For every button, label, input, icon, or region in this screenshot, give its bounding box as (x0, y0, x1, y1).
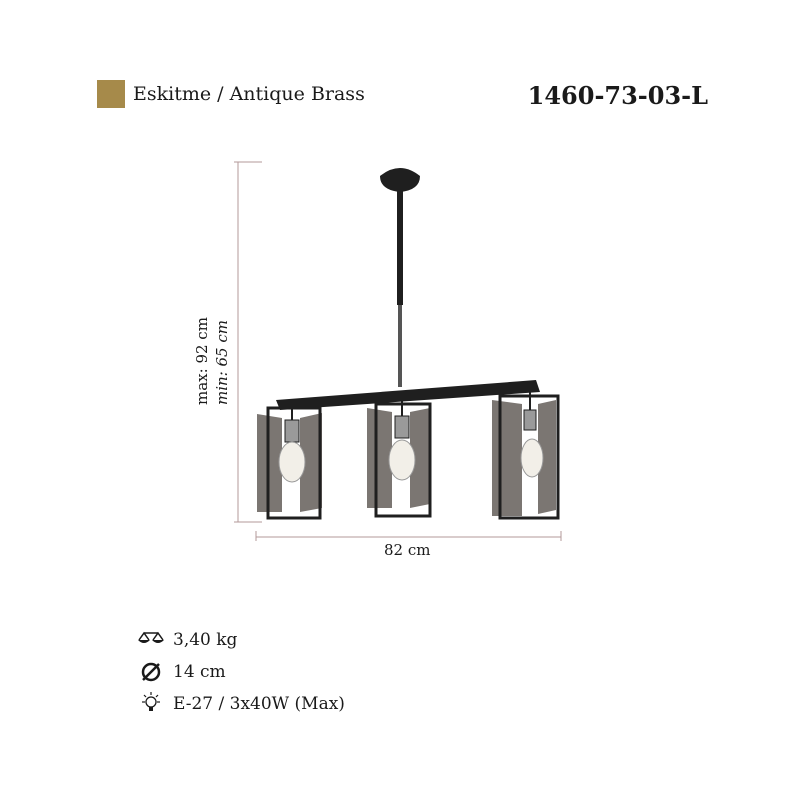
height-dimension-labels: max: 92 cm min: 65 cm (193, 295, 233, 405)
height-max-label: max: 92 cm (193, 317, 211, 405)
ceiling-canopy (380, 168, 420, 192)
product-code: 1460-73-03-L (527, 81, 708, 110)
scale-icon (135, 627, 167, 653)
lampshade-center (367, 392, 432, 518)
lightbulb-icon (135, 691, 167, 717)
diameter-value: 14 cm (173, 662, 226, 682)
width-dimension-line (255, 531, 562, 541)
height-min-label: min: 65 cm (213, 320, 231, 405)
finish-color-swatch (97, 80, 125, 108)
width-label: 82 cm (384, 541, 431, 559)
lampshade-left (257, 400, 322, 520)
height-dimension-line (234, 161, 262, 523)
suspension-rod-lower (398, 305, 402, 387)
spec-bulb: E-27 / 3x40W (Max) (135, 691, 345, 717)
lampshade-right (492, 384, 560, 520)
crossbar (276, 380, 540, 410)
bulb-spec-value: E-27 / 3x40W (Max) (173, 694, 345, 714)
weight-value: 3,40 kg (173, 630, 238, 650)
suspension-rod (397, 190, 403, 305)
spec-weight: 3,40 kg (135, 627, 237, 653)
diameter-icon (135, 659, 167, 685)
spec-diameter: 14 cm (135, 659, 226, 685)
finish-label: Eskitme / Antique Brass (133, 83, 365, 105)
